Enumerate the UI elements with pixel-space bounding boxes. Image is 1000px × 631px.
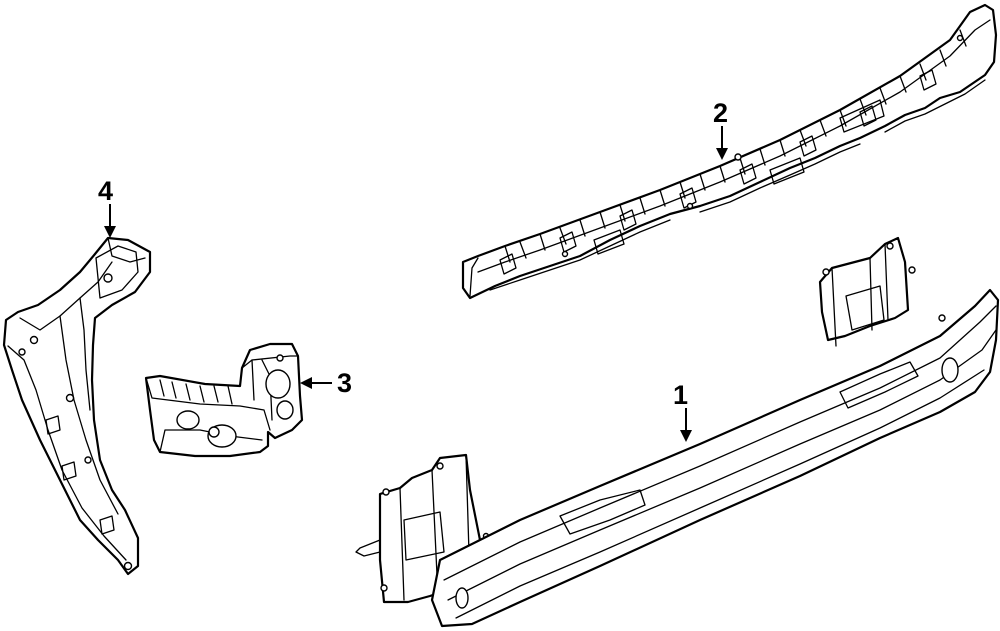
callout-4-arrowhead: [104, 226, 116, 238]
callout-1: 1: [673, 380, 692, 442]
callout-2-arrowhead: [716, 148, 728, 160]
callout-number-1: 1: [673, 380, 688, 410]
side-support-bracket[interactable]: [2, 236, 152, 576]
callout-1-arrowhead: [680, 430, 692, 442]
callout-3-arrowhead: [300, 377, 312, 389]
callout-number-2: 2: [713, 98, 728, 128]
callout-number-4: 4: [98, 176, 113, 206]
callout-number-3: 3: [337, 368, 352, 398]
energy-absorber[interactable]: [461, 3, 998, 300]
bumper-bracket[interactable]: [144, 342, 304, 458]
callout-3: 3: [300, 368, 352, 398]
callout-2: 2: [713, 98, 728, 160]
callout-4: 4: [98, 176, 116, 238]
bumper-reinforcement[interactable]: [355, 236, 1000, 628]
